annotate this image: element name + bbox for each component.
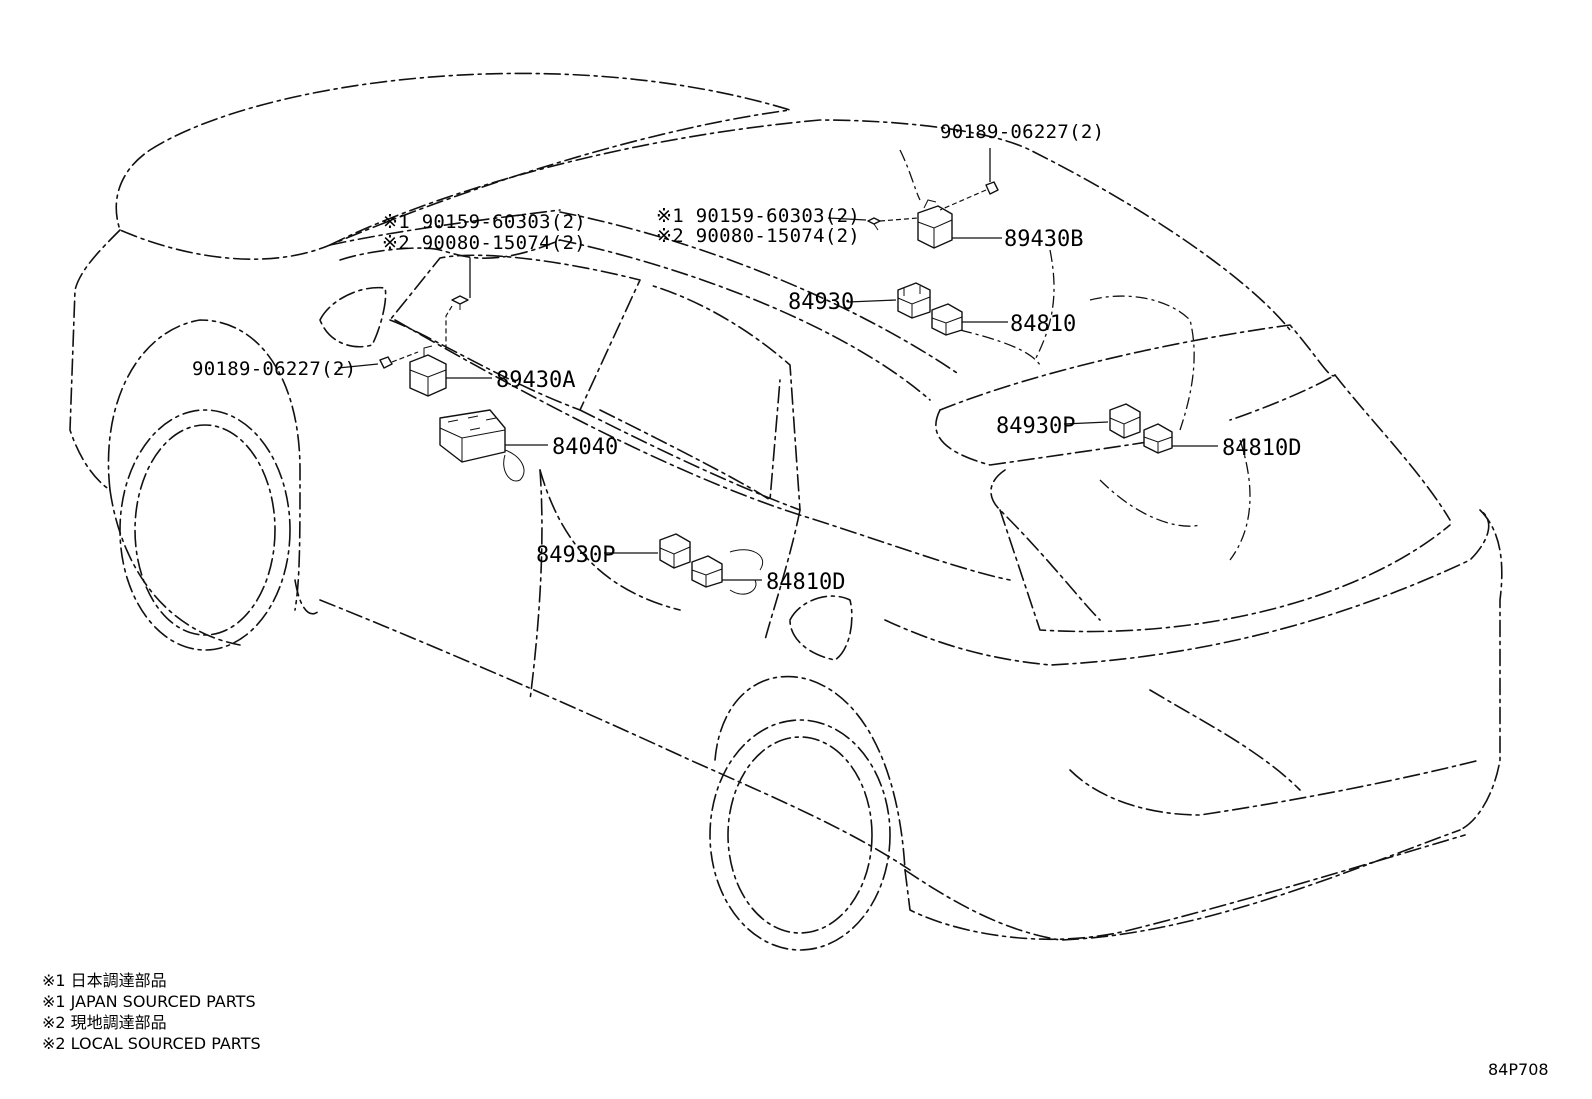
master-switch-84040-icon xyxy=(439,409,525,482)
callout-84810d-front: 84810D xyxy=(766,570,845,595)
switch-84930p-front-icon xyxy=(659,533,691,569)
callout-84040: 84040 xyxy=(552,435,618,460)
leader-lines xyxy=(337,148,1218,581)
switch-84930-icon xyxy=(897,282,931,319)
switch-84810d-front-icon xyxy=(691,549,763,595)
bolt-icon xyxy=(867,217,881,231)
diagram-code: 84P708 xyxy=(1488,1060,1549,1079)
callout-90189-top: 90189-06227(2) xyxy=(940,121,1104,143)
callout-84810: 84810 xyxy=(1010,312,1076,337)
switch-84810-icon xyxy=(931,303,963,336)
callout-90159-right: ※1 90159-60303(2) xyxy=(656,205,860,227)
callout-89430b: 89430B xyxy=(1004,227,1083,252)
switch-84930p-rear-icon xyxy=(1109,403,1141,439)
vehicle-outline xyxy=(69,72,1503,951)
callout-labels: 90189-06227(2) ※1 90159-60303(2) ※2 9008… xyxy=(192,121,1301,595)
callout-90189-left: 90189-06227(2) xyxy=(192,358,356,380)
callout-90159-left: ※1 90159-60303(2) xyxy=(382,211,586,233)
clip-left-icon xyxy=(379,356,393,369)
callout-84930p-front: 84930P xyxy=(536,543,615,568)
note-japan-sourced-jp: ※1 日本調達部品 xyxy=(42,971,167,990)
callout-84930: 84930 xyxy=(788,290,854,315)
callout-84930p-rear: 84930P xyxy=(996,414,1075,439)
callout-89430a: 89430A xyxy=(496,368,575,393)
note-japan-sourced-en: ※1 JAPAN SOURCED PARTS xyxy=(42,992,256,1011)
clip-icon xyxy=(985,181,999,195)
sensor-89430b-icon xyxy=(917,199,953,249)
bolt-left-icon xyxy=(451,295,469,310)
sensor-89430a-icon xyxy=(409,345,447,397)
note-local-sourced-jp: ※2 現地調達部品 xyxy=(42,1013,167,1032)
callout-84810d-rear: 84810D xyxy=(1222,436,1301,461)
callout-90080-left: ※2 90080-15074(2) xyxy=(382,232,586,254)
callout-90080-right: ※2 90080-15074(2) xyxy=(656,225,860,247)
note-local-sourced-en: ※2 LOCAL SOURCED PARTS xyxy=(42,1034,261,1053)
switch-84810d-rear-icon xyxy=(1143,423,1173,454)
sourcing-notes: ※1 日本調達部品 ※1 JAPAN SOURCED PARTS ※2 現地調達… xyxy=(42,971,261,1053)
